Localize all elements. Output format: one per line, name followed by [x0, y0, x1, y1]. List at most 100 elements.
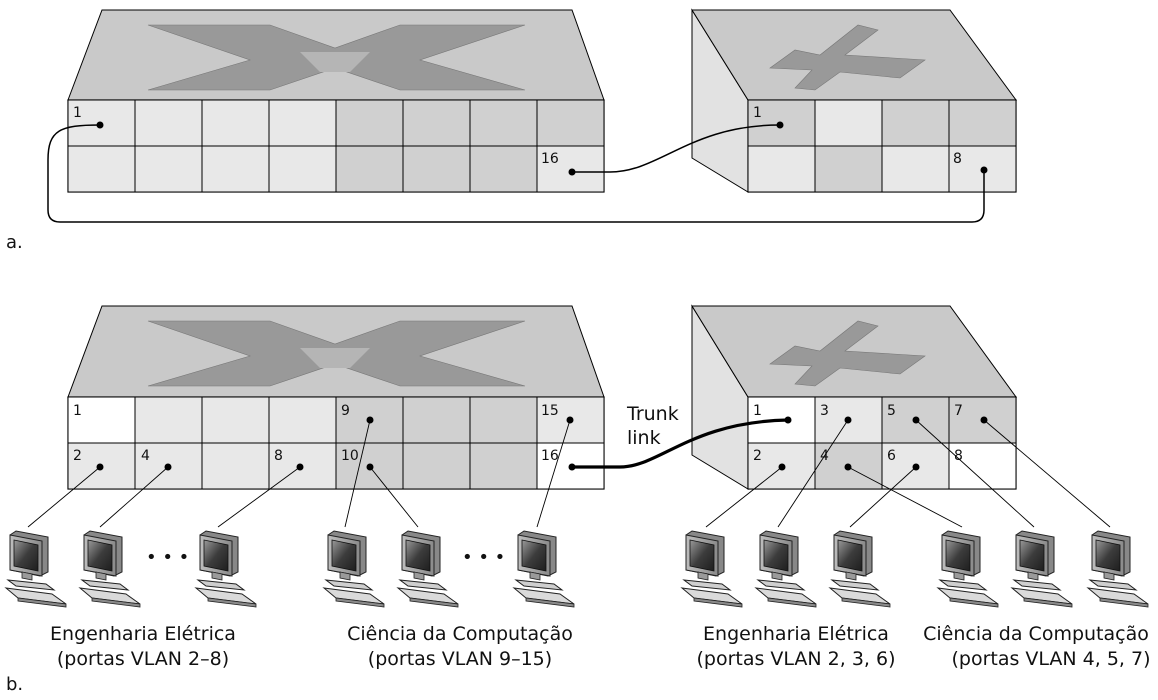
port-cell: [948, 99, 1017, 147]
port-label: 1: [753, 403, 762, 419]
group-title: Ciência da Computação: [347, 623, 573, 645]
trunk-label: Trunk: [626, 403, 679, 425]
port-cell: [881, 99, 950, 147]
switch-b-right: [691, 304, 1017, 490]
port-cell: [536, 145, 605, 193]
port-cell: [469, 145, 538, 193]
port-cell: [134, 99, 203, 147]
port-cell: [814, 145, 883, 193]
port-label: 16: [541, 151, 559, 167]
port-label: 8: [953, 151, 962, 167]
port-dot: [296, 463, 304, 471]
port-cell: [134, 396, 203, 444]
port-dot: [568, 168, 576, 176]
switch-a-right: [691, 8, 1017, 193]
port-label: 2: [73, 448, 82, 464]
group-ports: (portas VLAN 2, 3, 6): [696, 648, 895, 670]
port-dot: [164, 463, 172, 471]
computer-icon: [755, 530, 817, 608]
port-cell: [469, 442, 538, 490]
port-label: 8: [274, 448, 283, 464]
port-dot: [366, 416, 374, 424]
port-label: 9: [341, 403, 350, 419]
port-label: 16: [541, 448, 559, 464]
port-label: 4: [141, 448, 150, 464]
port-cell: [335, 99, 404, 147]
port-cell: [201, 145, 270, 193]
port-dot: [96, 463, 104, 471]
ellipsis: • • •: [462, 547, 505, 568]
ellipsis: • • •: [146, 547, 189, 568]
port-cell: [201, 396, 270, 444]
port-cell: [134, 145, 203, 193]
port-cell: [268, 145, 337, 193]
port-dot: [96, 121, 104, 129]
port-dot: [980, 416, 988, 424]
port-label: 1: [753, 105, 762, 121]
computer-icon: [323, 530, 385, 608]
port-cell: [881, 145, 950, 193]
part-b: 1 9 15 2 4 8 10 16 1 3 5 7 2 4 6 8 Trunk…: [5, 304, 1151, 695]
port-label: 15: [541, 403, 559, 419]
port-dot: [912, 463, 920, 471]
port-dot: [980, 166, 988, 174]
computer-icon: [937, 530, 999, 608]
port-label: 1: [73, 105, 82, 121]
port-cell: [402, 396, 471, 444]
group-title: Engenharia Elétrica: [703, 623, 889, 645]
host-cables: [27, 419, 1111, 528]
port-cell: [67, 145, 136, 193]
group-title: Engenharia Elétrica: [50, 623, 236, 645]
switch-b-left: [67, 305, 605, 490]
port-dot: [844, 463, 852, 471]
port-label: 5: [887, 403, 896, 419]
group-ports: (portas VLAN 2–8): [57, 648, 229, 670]
port-cell: [201, 442, 270, 490]
port-cell: [201, 99, 270, 147]
part-a: 1 16 1 8 a.: [6, 8, 1017, 253]
port-cell: [268, 396, 337, 444]
port-cell: [814, 99, 883, 147]
port-dot: [844, 416, 852, 424]
port-label: 10: [341, 448, 359, 464]
port-cell: [536, 99, 605, 147]
port-cell: [469, 99, 538, 147]
part-b-label: b.: [6, 674, 23, 695]
port-label: 8: [954, 448, 963, 464]
port-dot: [912, 416, 920, 424]
part-a-label: a.: [6, 232, 23, 253]
port-cell: [402, 145, 471, 193]
port-cell: [268, 99, 337, 147]
port-dot: [566, 416, 574, 424]
trunk-label: link: [627, 427, 661, 449]
group-title: Ciência da Computação: [923, 623, 1149, 645]
computer-icon: [1011, 530, 1073, 608]
port-label: 2: [753, 448, 762, 464]
computer-icon: [513, 530, 575, 608]
port-cell: [948, 442, 1017, 490]
group-ports: (portas VLAN 9–15): [368, 648, 552, 670]
computer-icon: [5, 530, 67, 608]
port-label: 7: [954, 403, 963, 419]
trunk-link-cable: [572, 418, 789, 469]
port-cell: [67, 396, 136, 444]
port-dot: [784, 416, 792, 424]
port-cell: [402, 442, 471, 490]
computer-icon: [829, 530, 891, 608]
port-label: 1: [73, 403, 82, 419]
computer-icon: [1087, 530, 1149, 608]
port-cell: [335, 145, 404, 193]
port-dot: [568, 463, 576, 471]
computer-icon: [195, 530, 257, 608]
port-cell: [747, 145, 816, 193]
port-cell: [402, 99, 471, 147]
port-cell: [469, 396, 538, 444]
computer-icon: [397, 530, 459, 608]
computer-icon: [79, 530, 141, 608]
port-label: 3: [820, 403, 829, 419]
port-dot: [366, 463, 374, 471]
port-dot: [776, 121, 784, 129]
switch-a-left: [67, 9, 605, 193]
